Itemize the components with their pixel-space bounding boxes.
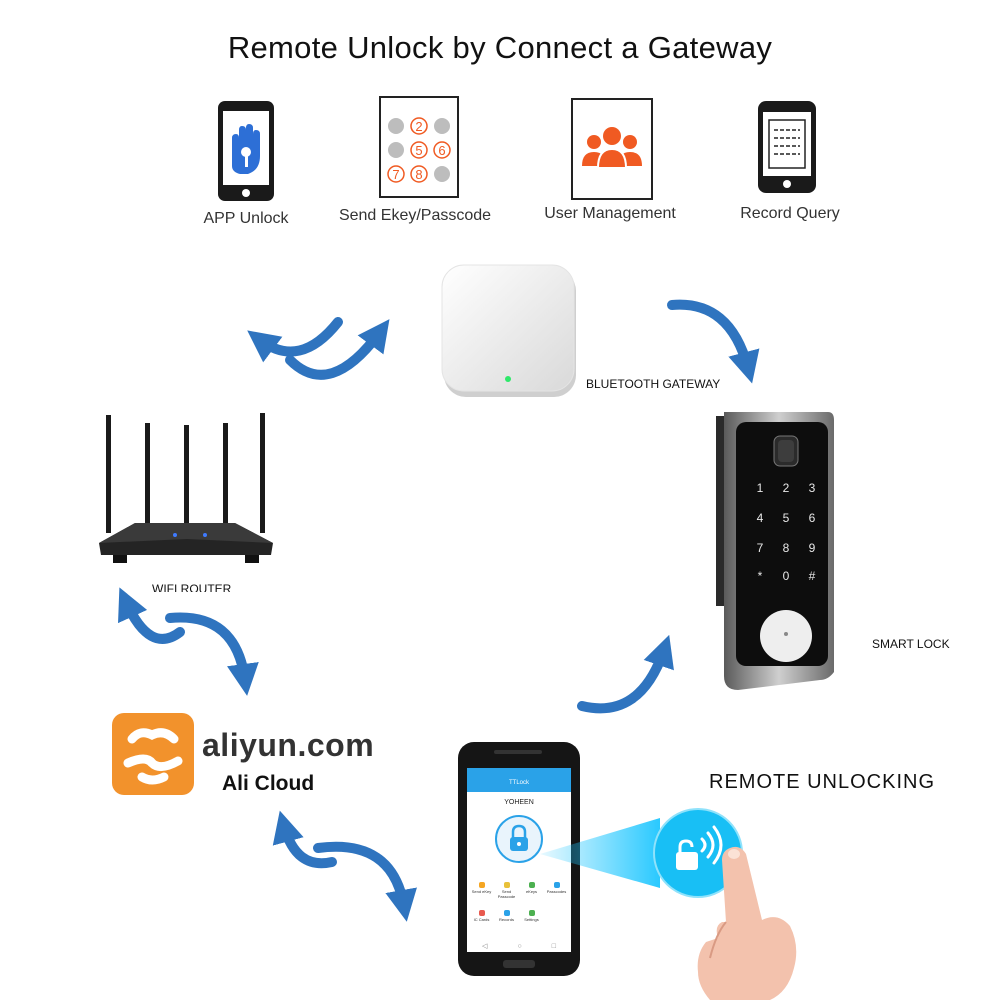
arrow-cloud-to-phone: [313, 841, 417, 922]
router-label: WIFI ROUTER: [152, 582, 232, 592]
lock-keypad-key[interactable]: 4: [757, 511, 764, 525]
keypad-key: 7: [392, 167, 399, 182]
keypad-key: 5: [415, 143, 422, 158]
finger-pointing-icon: [697, 846, 797, 1000]
feature-user-management: User Management: [530, 96, 690, 236]
app-menu-label: Records: [499, 917, 514, 922]
arrow-router-to-cloud: [165, 612, 259, 696]
app-menu-item[interactable]: IC Cards: [469, 908, 494, 936]
lock-keypad-key[interactable]: 8: [783, 541, 790, 555]
app-menu-icon: [503, 882, 510, 888]
app-title: TTLock: [508, 780, 529, 786]
feature-label: User Management: [544, 205, 676, 222]
lock-keypad-key[interactable]: *: [758, 569, 763, 583]
phone-records-icon: [758, 101, 816, 193]
nav-recent-icon[interactable]: □: [551, 942, 556, 950]
nav-home-icon[interactable]: ○: [517, 942, 522, 950]
app-menu-label: Send eKey: [471, 889, 492, 894]
cloud-brand: aliyun.com: [202, 727, 375, 763]
app-menu-label: Settings: [524, 917, 539, 922]
cloud-subtitle: Ali Cloud: [222, 772, 315, 795]
app-menu-item[interactable]: eKeys: [519, 880, 544, 908]
arrow-gateway-to-router: [285, 319, 390, 380]
app-menu-item[interactable]: Records: [494, 908, 519, 936]
arrow-gateway-to-lock: [667, 299, 760, 384]
app-menu-item[interactable]: Send eKey: [469, 880, 494, 908]
app-menu-item[interactable]: Send Passcode: [494, 880, 519, 908]
app-menu-item[interactable]: Settings: [519, 908, 544, 936]
gateway-label: BLUETOOTH GATEWAY: [586, 377, 721, 391]
signal-beam-icon: [540, 818, 660, 888]
arrow-phone-to-cloud: [272, 810, 337, 869]
remote-unlocking-label: REMOTE UNLOCKING: [709, 771, 936, 793]
phone-screen: TTLock YOHEEN Send eKey Send Passcode eKey…: [467, 768, 571, 952]
feature-send-ekey: 2 5 6 7 8 Send Ekey/Passcode: [330, 96, 500, 236]
keypad-key: 8: [415, 167, 422, 182]
lock-keypad-key[interactable]: 6: [809, 511, 816, 525]
lock-keypad-key[interactable]: 2: [783, 481, 790, 495]
lock-keypad-key[interactable]: 9: [809, 541, 816, 555]
app-menu-label: Passcodes: [546, 889, 567, 894]
app-menu-icon: [478, 882, 485, 888]
feature-label: Record Query: [740, 205, 840, 222]
feature-app-unlock: APP Unlock: [196, 96, 296, 236]
arrow-phone-to-lock: [577, 634, 674, 714]
lock-keypad-key[interactable]: 3: [809, 481, 816, 495]
nav-back-icon[interactable]: ◁: [482, 943, 488, 950]
lock-keypad-key[interactable]: 1: [757, 481, 764, 495]
app-menu-icon: [528, 910, 535, 916]
keypad-key: 2: [415, 119, 422, 134]
app-menu-item[interactable]: Passcodes: [544, 880, 569, 908]
keypad-key: 6: [438, 143, 445, 158]
users-icon: [571, 98, 653, 200]
app-header: TTLock: [467, 768, 571, 792]
app-menu: Send eKey Send Passcode eKeys Passcodes IC C…: [469, 880, 569, 936]
feature-label: Send Ekey/Passcode: [338, 207, 492, 224]
keypad-icon: 2 5 6 7 8: [379, 96, 459, 198]
aliyun-logo-icon: [112, 713, 194, 795]
phone-device: TTLock YOHEEN Send eKey Send Passcode eKey…: [458, 742, 580, 976]
app-menu-label: Send Passcode: [497, 889, 516, 899]
smart-lock-device: 1 2 3 4 5 6 7 8 9 * 0 #: [716, 412, 834, 690]
arrow-router-to-gateway: [247, 317, 343, 363]
lock-keypad-key[interactable]: 7: [757, 541, 764, 555]
app-menu-label: eKeys: [525, 889, 538, 894]
phone-hand-key-icon: [218, 101, 274, 201]
arrow-cloud-to-router: [118, 587, 185, 644]
app-menu-label: IC Cards: [473, 917, 490, 922]
smart-lock-label: SMART LOCK: [872, 637, 950, 651]
lock-keypad-key[interactable]: 0: [783, 569, 790, 583]
bluetooth-gateway-device: [441, 264, 576, 397]
feature-record-query: Record Query: [725, 96, 855, 236]
app-user: YOHEEN: [504, 799, 534, 806]
unlock-button-icon[interactable]: [494, 814, 544, 864]
wifi-router-device: [99, 413, 273, 563]
app-menu-icon: [553, 882, 560, 888]
app-menu-icon: [528, 882, 535, 888]
lock-keypad-key[interactable]: 5: [783, 511, 790, 525]
app-menu-icon: [478, 910, 485, 916]
page-title: Remote Unlock by Connect a Gateway: [227, 30, 773, 65]
feature-label: APP Unlock: [203, 210, 289, 227]
remote-unlock-button-icon[interactable]: [650, 805, 750, 905]
app-menu-icon: [503, 910, 510, 916]
lock-keypad-key[interactable]: #: [809, 569, 816, 583]
